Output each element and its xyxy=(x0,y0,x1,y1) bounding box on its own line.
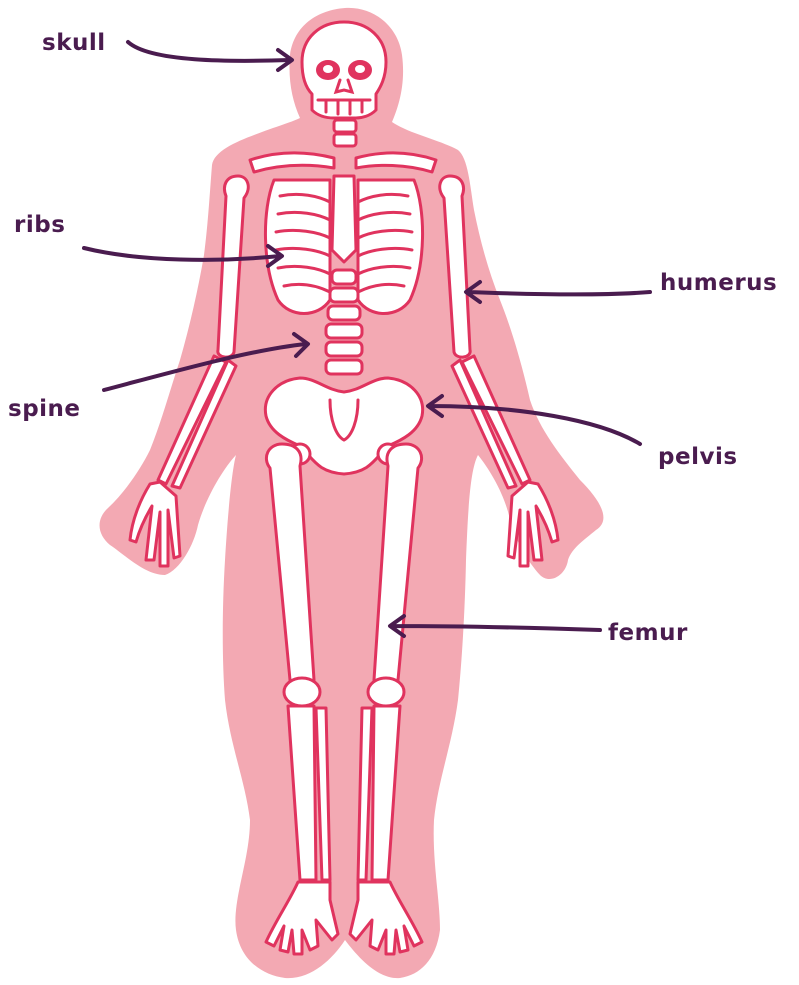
label-femur: femur xyxy=(608,620,688,646)
label-humerus: humerus xyxy=(660,270,777,296)
label-spine: spine xyxy=(8,396,81,422)
label-ribs: ribs xyxy=(14,212,65,238)
label-pelvis: pelvis xyxy=(658,444,738,470)
arrow-skull xyxy=(128,42,292,70)
label-skull: skull xyxy=(42,30,106,56)
skull-bone xyxy=(302,22,386,118)
